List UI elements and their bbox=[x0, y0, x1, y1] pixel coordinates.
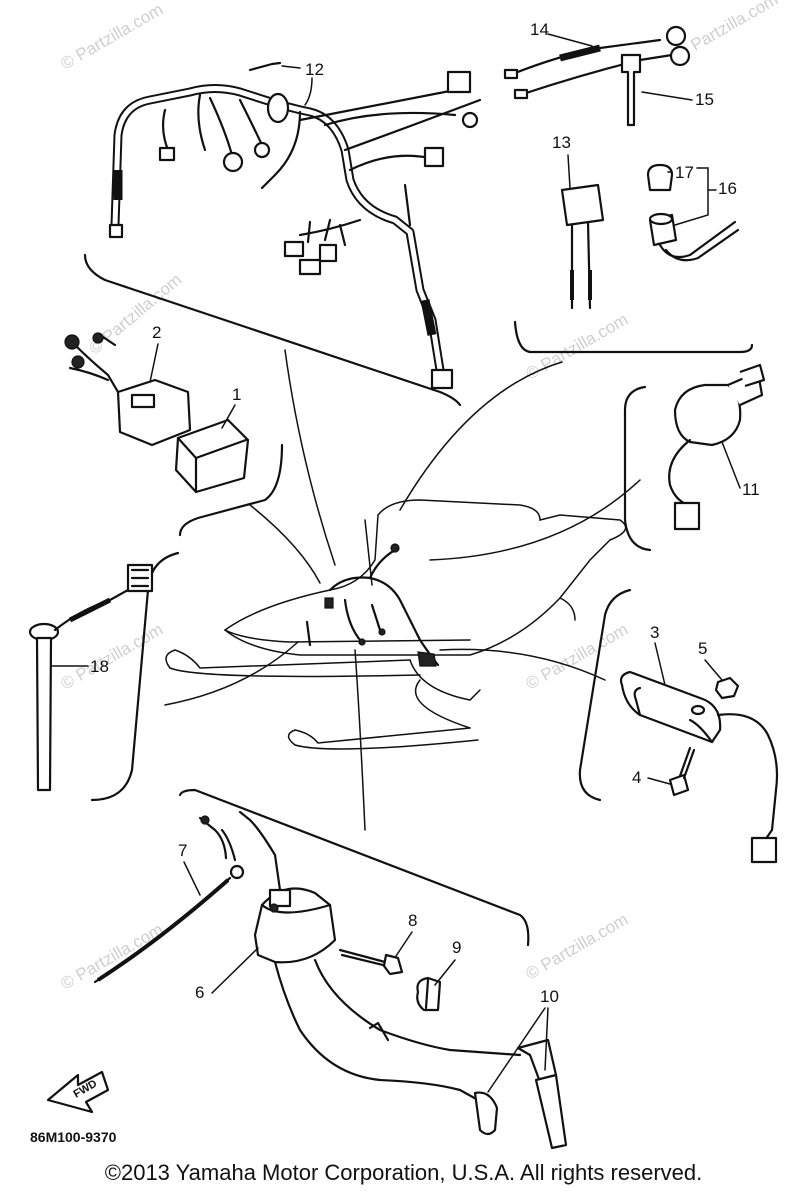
drawing-code: 86M100-9370 bbox=[30, 1129, 117, 1145]
part-number-8: 8 bbox=[408, 911, 417, 930]
leader-regulator bbox=[439, 648, 606, 681]
copyright-notice: ©2013 Yamaha Motor Corporation, U.S.A. A… bbox=[104, 1160, 703, 1185]
bracket-coil-group bbox=[178, 788, 530, 947]
callout-lines bbox=[164, 349, 641, 831]
screw[interactable] bbox=[338, 948, 404, 976]
voltage-regulator[interactable] bbox=[619, 670, 779, 864]
bolt[interactable] bbox=[668, 746, 696, 797]
nut[interactable] bbox=[714, 676, 740, 700]
bracket-cdi-group bbox=[178, 443, 284, 537]
part-number-11: 11 bbox=[742, 480, 760, 499]
watermark: © Partzilla.com bbox=[58, 0, 167, 73]
part-number-10: 10 bbox=[540, 987, 559, 1006]
part-number-18: 18 bbox=[90, 657, 109, 676]
lamp-socket[interactable] bbox=[646, 163, 740, 262]
part-number-7: 7 bbox=[178, 841, 187, 860]
part-number-6: 6 bbox=[195, 983, 204, 1002]
part-number-13: 13 bbox=[552, 133, 571, 152]
part-number-1: 1 bbox=[232, 385, 241, 404]
part-number-14: 14 bbox=[530, 20, 549, 39]
ignition-coil[interactable] bbox=[220, 810, 568, 1150]
fuel-sender[interactable] bbox=[28, 563, 154, 792]
leader-harness bbox=[284, 349, 336, 566]
part-number-4: 4 bbox=[632, 768, 641, 787]
leader-main-switch bbox=[429, 479, 641, 561]
part-number-5: 5 bbox=[698, 639, 707, 658]
snowmobile-outline bbox=[165, 499, 627, 750]
watermark: © Partzilla.com bbox=[523, 910, 632, 984]
bracket-sender-group bbox=[90, 551, 180, 802]
leader-cdi bbox=[249, 504, 321, 584]
main-switch[interactable] bbox=[668, 363, 766, 531]
bracket-switch-group bbox=[623, 385, 652, 552]
watermark: © Partzilla.com bbox=[523, 310, 632, 384]
cdi-bracket[interactable] bbox=[64, 332, 192, 447]
high-tension-lead[interactable] bbox=[93, 815, 245, 984]
cdi-unit[interactable] bbox=[174, 418, 250, 494]
part-number-2: 2 bbox=[152, 323, 161, 342]
rectifier[interactable] bbox=[560, 183, 605, 310]
part-number-12: 12 bbox=[305, 60, 324, 79]
part-number-17: 17 bbox=[675, 163, 694, 182]
watermark: © Partzilla.com bbox=[523, 620, 632, 694]
clamp-band[interactable] bbox=[620, 53, 642, 127]
part-number-9: 9 bbox=[452, 938, 461, 957]
leader-sender bbox=[164, 641, 299, 706]
watermark: © Partzilla.com bbox=[85, 270, 185, 358]
bracket-accessory-group bbox=[513, 320, 754, 354]
forward-arrow: FWD bbox=[46, 1070, 110, 1114]
vehicle-wiring bbox=[305, 543, 440, 667]
part-number-16: 16 bbox=[718, 179, 737, 198]
bracket-harness-group bbox=[83, 253, 462, 407]
part-number-3: 3 bbox=[650, 623, 659, 642]
watermark: © Partzilla.com bbox=[58, 620, 167, 694]
wire-harness[interactable] bbox=[108, 61, 482, 390]
part-number-15: 15 bbox=[695, 90, 714, 109]
clamp[interactable] bbox=[416, 976, 442, 1012]
part-number-labels: 14 12 15 13 17 16 2 1 11 18 3 5 4 7 8 9 bbox=[51, 20, 760, 1093]
leader-accessories bbox=[399, 361, 563, 511]
watermark: © Partzilla.com bbox=[58, 920, 167, 994]
group-brackets bbox=[83, 253, 754, 947]
bracket-regulator-group bbox=[578, 588, 632, 802]
leader-coil bbox=[354, 649, 366, 831]
